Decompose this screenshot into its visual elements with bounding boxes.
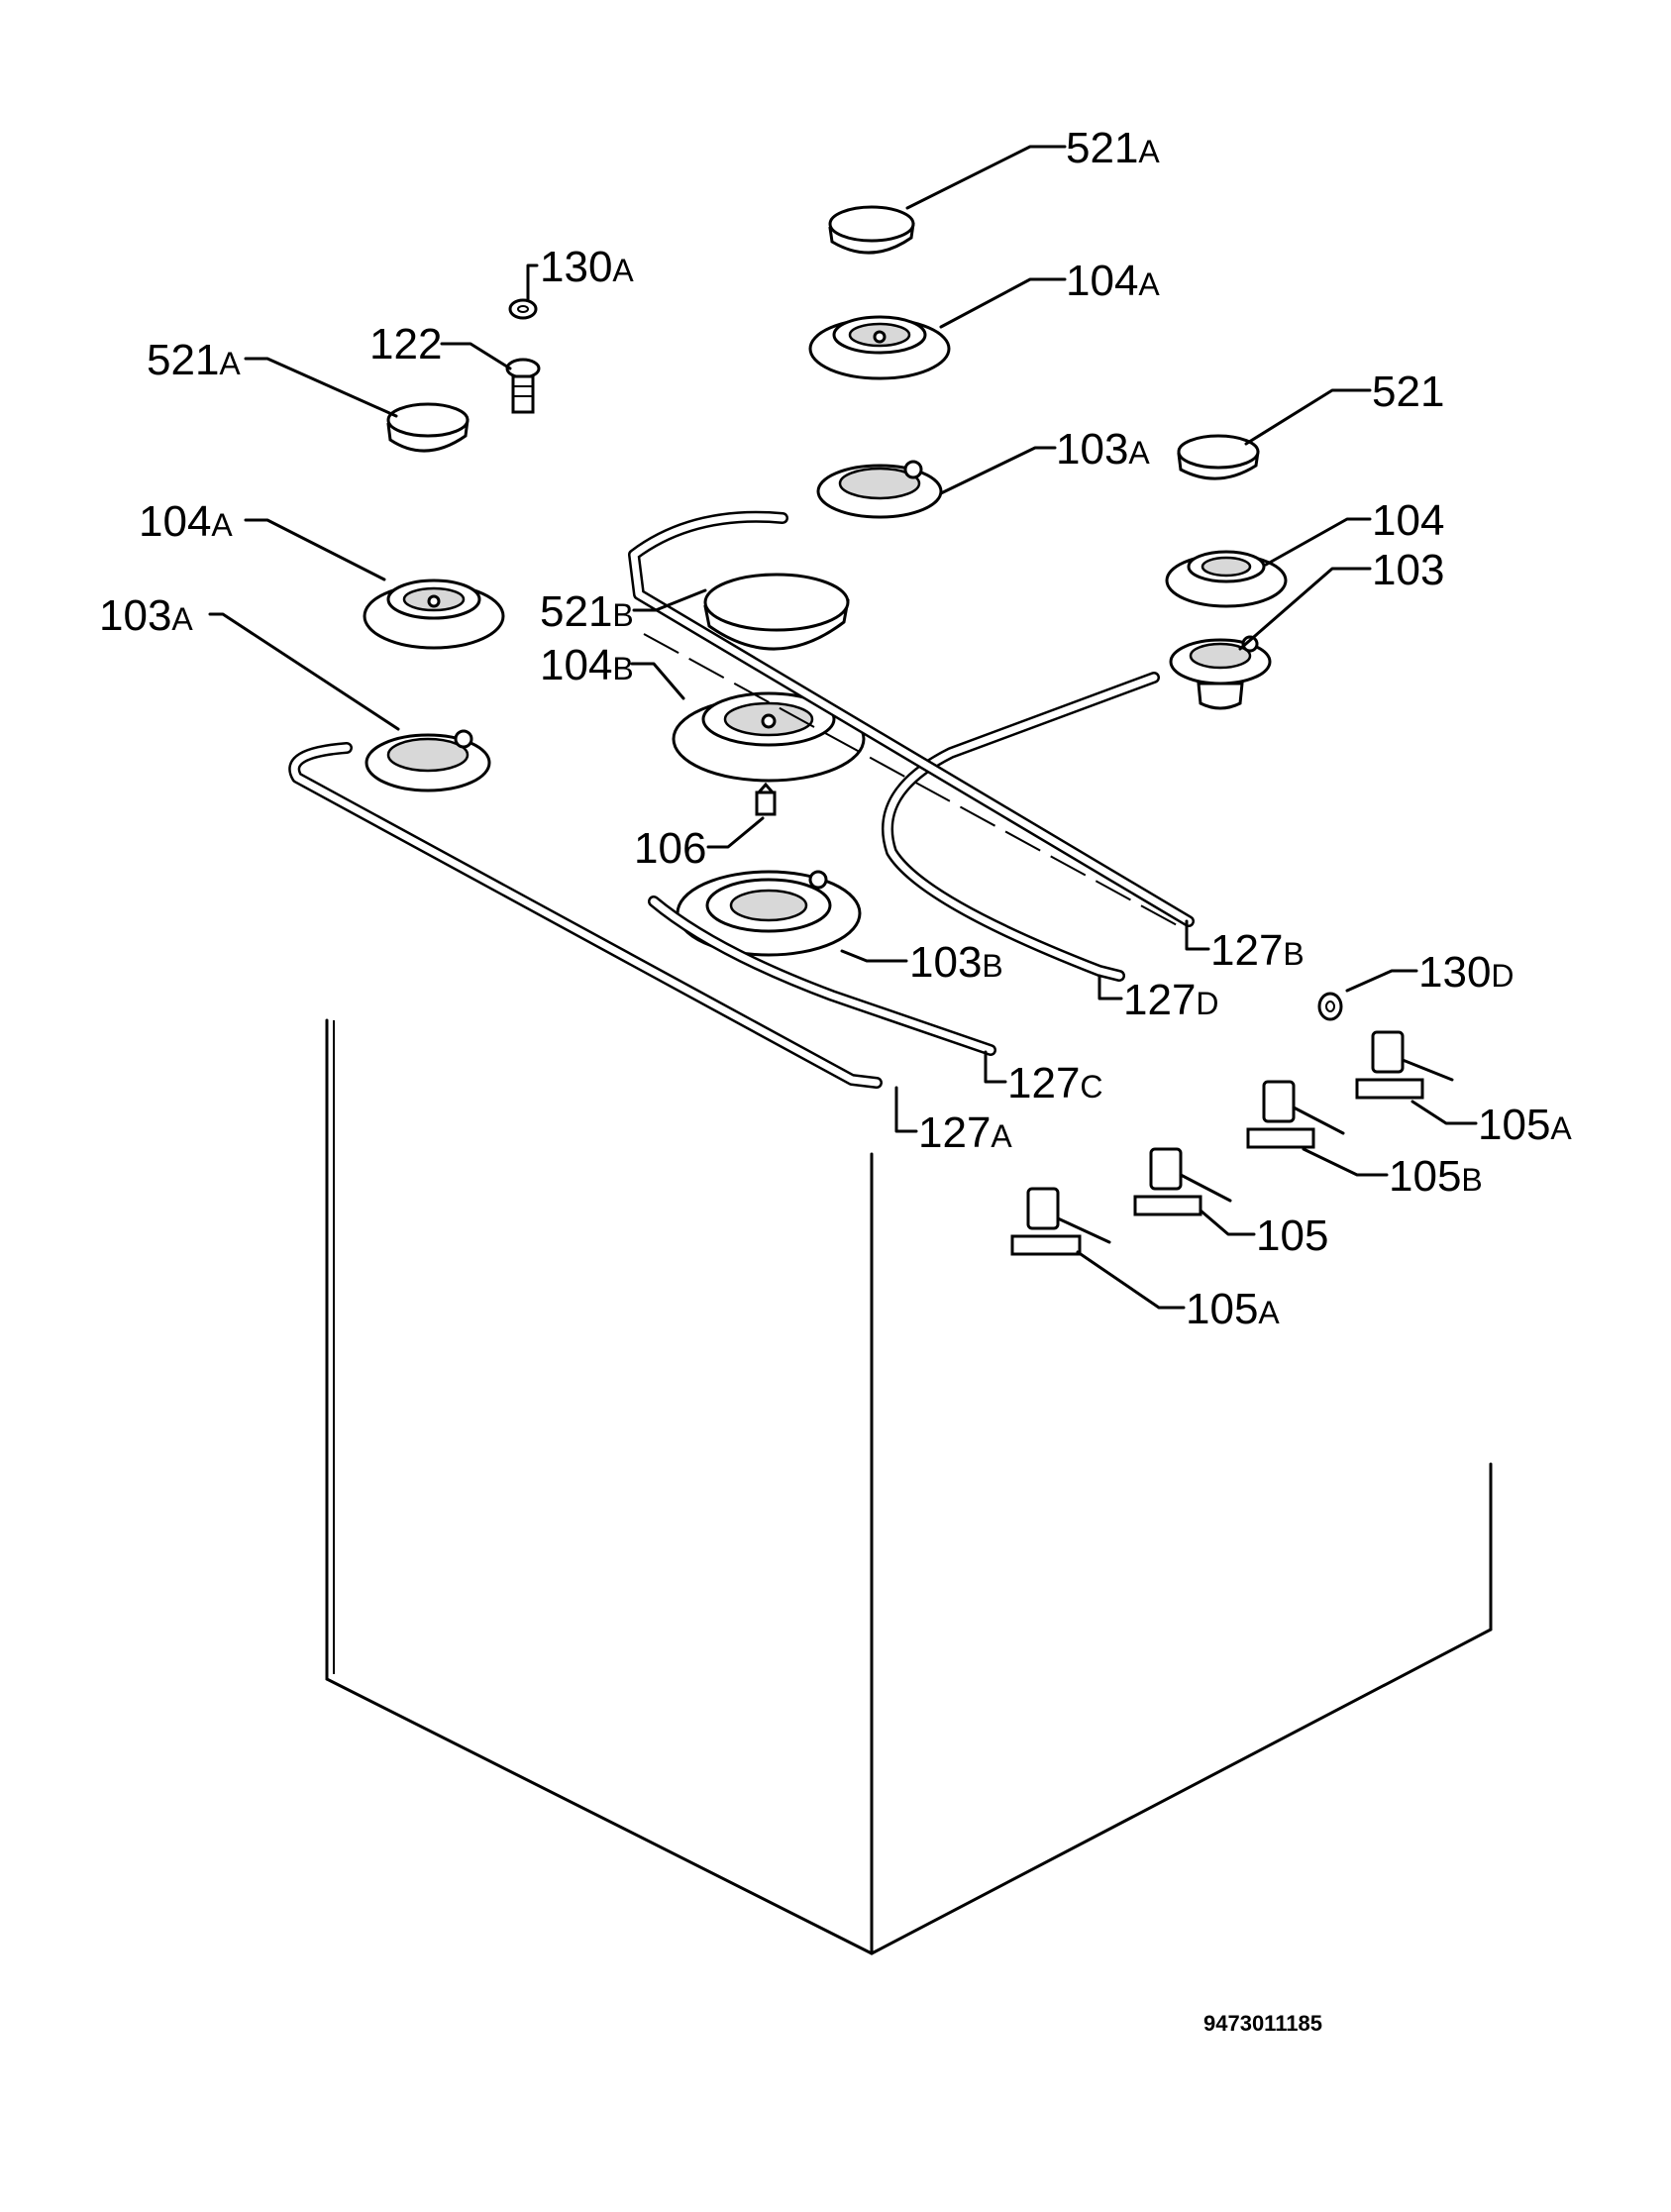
callout-127b: 127B	[1210, 926, 1305, 975]
burner-spreader-right	[1165, 550, 1288, 608]
callout-521a-top: 521A	[1066, 124, 1160, 172]
gas-tap-105	[1133, 1147, 1232, 1216]
gas-tap-105a-right	[1355, 1030, 1454, 1100]
callout-103b: 103B	[909, 938, 1003, 987]
callout-521-right: 521	[1372, 368, 1444, 416]
injector-nipple-122	[505, 358, 541, 414]
washer-130d	[1317, 992, 1343, 1021]
washer-130a	[508, 298, 538, 320]
burner-spreader-top	[808, 315, 951, 380]
callout-labels: 521A 104A 130A 122 521A 103A 521 104A 10…	[99, 124, 1572, 1333]
cabinet-body	[325, 1018, 1493, 1955]
gas-tap-105a-left	[1010, 1187, 1111, 1256]
gas-pipe-127b	[628, 510, 1195, 927]
burner-body-top	[816, 460, 943, 519]
callout-127a: 127A	[918, 1108, 1012, 1157]
callout-104a-left: 104A	[139, 497, 233, 546]
burner-cap-right	[1177, 434, 1260, 480]
callout-130a: 130A	[540, 243, 634, 291]
leader-lines	[208, 145, 1478, 1310]
burner-spreader-large	[672, 691, 866, 783]
gas-pipe-127a	[288, 742, 883, 1089]
document-code: 9473011185	[1203, 2011, 1322, 2036]
callout-106: 106	[634, 824, 706, 873]
callout-521a-left: 521A	[147, 336, 241, 384]
callout-103-right: 103	[1372, 546, 1444, 594]
callout-105a-left: 105A	[1186, 1285, 1280, 1333]
callout-103a-left: 103A	[99, 591, 193, 640]
gas-pipe-127c	[648, 895, 996, 1056]
burner-body-large	[676, 870, 862, 957]
callout-127d: 127D	[1123, 976, 1219, 1024]
callout-105: 105	[1256, 1211, 1328, 1260]
burner-body-left	[365, 729, 491, 792]
callout-105a-right: 105A	[1478, 1101, 1572, 1149]
burner-spreader-left	[363, 579, 505, 650]
gas-tap-105b	[1246, 1080, 1345, 1149]
burner-body-right	[1169, 635, 1272, 710]
callout-127c: 127C	[1007, 1059, 1103, 1107]
burner-cap-top	[828, 205, 915, 255]
callout-104b: 104B	[540, 641, 634, 689]
callout-104-right: 104	[1372, 496, 1444, 545]
callout-103a-top: 103A	[1056, 425, 1150, 474]
burner-cap-left	[386, 402, 470, 453]
injector-106	[755, 782, 777, 816]
callout-130d: 130D	[1418, 948, 1514, 997]
callout-122: 122	[369, 320, 442, 369]
callout-105b: 105B	[1389, 1152, 1483, 1201]
burner-cap-large	[703, 573, 850, 651]
callout-104a-top: 104A	[1066, 257, 1160, 305]
gas-pipe-127d	[882, 672, 1160, 982]
callout-521b: 521B	[540, 587, 634, 636]
